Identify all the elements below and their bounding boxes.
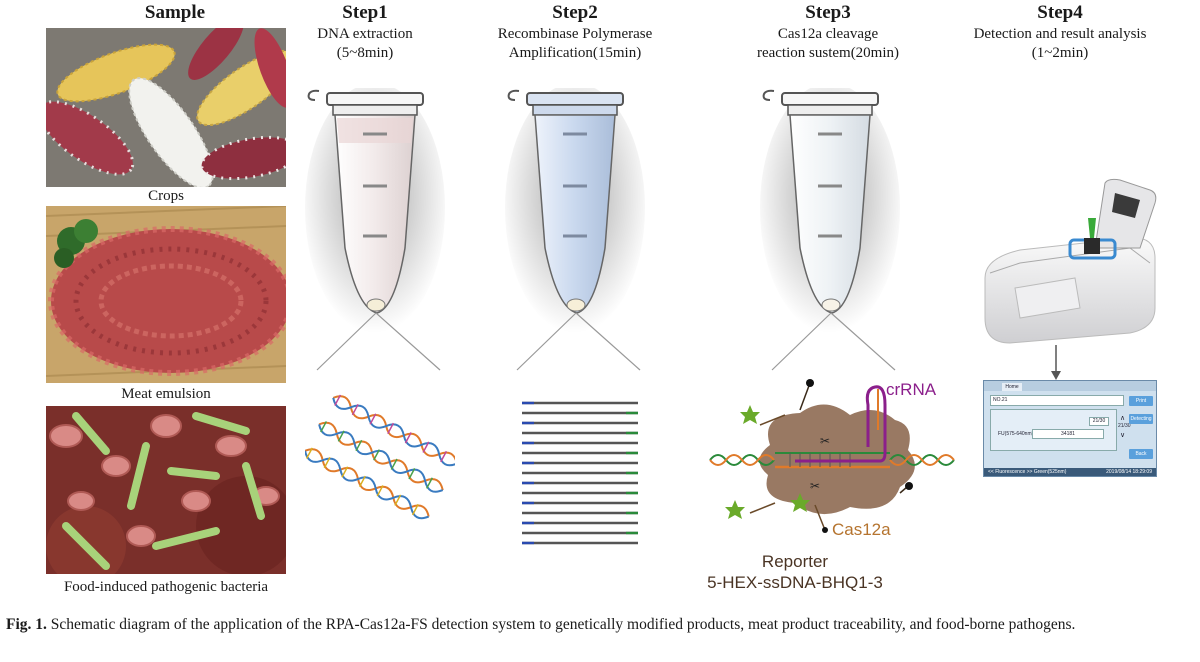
bacteria-caption: Food-induced pathogenic bacteria: [63, 579, 269, 595]
step3-line1: Cas12a cleavage: [777, 26, 879, 42]
sample-heading: Sample: [144, 2, 206, 23]
device-arrow: [1051, 345, 1061, 380]
cas12a-label: Cas12a: [832, 520, 891, 539]
figure-caption-text: Schematic diagram of the application of …: [50, 616, 1076, 633]
screen-detecting-button[interactable]: Detecting: [1129, 414, 1153, 424]
crrna-label: crRNA: [886, 380, 937, 399]
screen-count: 21/30: [1089, 417, 1109, 426]
step1-line2: (5~8min): [336, 45, 394, 61]
bacteria-photo: [46, 406, 286, 574]
tube-step1: [305, 88, 445, 371]
screen-home-tab[interactable]: Home: [1002, 383, 1022, 391]
device-screen: Home NO.21 21/30 FU(575-640nm) 34181 ∧ 2…: [983, 380, 1157, 477]
screen-print-button[interactable]: Print: [1129, 396, 1153, 406]
amplified-strands: [522, 401, 638, 545]
reporter-sequence: 5-HEX-ssDNA-BHQ1-3: [707, 573, 883, 592]
tube-step1-liquid: [337, 118, 413, 143]
cas12a-diagram: ✂ ✂: [709, 379, 955, 533]
screen-status-right: 2019/08/14 18:29:09: [1106, 469, 1152, 475]
tube-step3: [760, 88, 900, 371]
tube-step2: [505, 88, 645, 371]
reporter-molecules: [725, 379, 913, 533]
step4-heading: Step4: [1037, 2, 1083, 23]
screen-down-arrow[interactable]: ∨: [1120, 432, 1126, 439]
step2-line1: Recombinase Polymerase: [497, 26, 653, 42]
step2-line2: Amplification(15min): [508, 45, 642, 61]
screen-channel-label: FU(575-640nm): [998, 431, 1034, 437]
step4-line1: Detection and result analysis: [973, 26, 1147, 42]
cas12a-enzyme: [759, 404, 915, 515]
step2-heading: Step2: [552, 2, 598, 23]
step1-heading: Step1: [342, 2, 388, 23]
screen-back-button[interactable]: Back: [1129, 449, 1153, 459]
crops-photo: [46, 28, 286, 187]
fluorescence-device: [984, 178, 1157, 344]
screen-id-field[interactable]: NO.21: [990, 395, 1124, 406]
screen-status-bar: << Fluorescence >> Green(525nm) 2019/08/…: [984, 468, 1156, 476]
step3-heading: Step3: [805, 2, 851, 23]
step1-line1: DNA extraction: [317, 26, 413, 42]
scissors-icon-2: ✂: [810, 479, 820, 493]
step3-line2: reaction sustem(20min): [756, 45, 900, 61]
step4-line2: (1~2min): [1031, 45, 1089, 61]
screen-reading: 34181: [1032, 429, 1104, 439]
meat-caption: Meat emulsion: [121, 386, 211, 402]
screen-up-arrow[interactable]: ∧: [1120, 415, 1126, 422]
figure-label: Fig. 1.: [6, 616, 47, 633]
scissors-icon: ✂: [820, 434, 830, 448]
meat-photo: [46, 206, 286, 383]
crrna-strand: [795, 385, 887, 463]
screen-nav: 21/30: [1118, 423, 1131, 429]
dna-helices: [305, 394, 455, 520]
figure-caption: Fig. 1. Schematic diagram of the applica…: [6, 614, 1192, 636]
crops-caption: Crops: [148, 188, 184, 204]
reporter-label: Reporter: [761, 552, 829, 571]
screen-status-left: << Fluorescence >> Green(525nm): [988, 469, 1067, 475]
